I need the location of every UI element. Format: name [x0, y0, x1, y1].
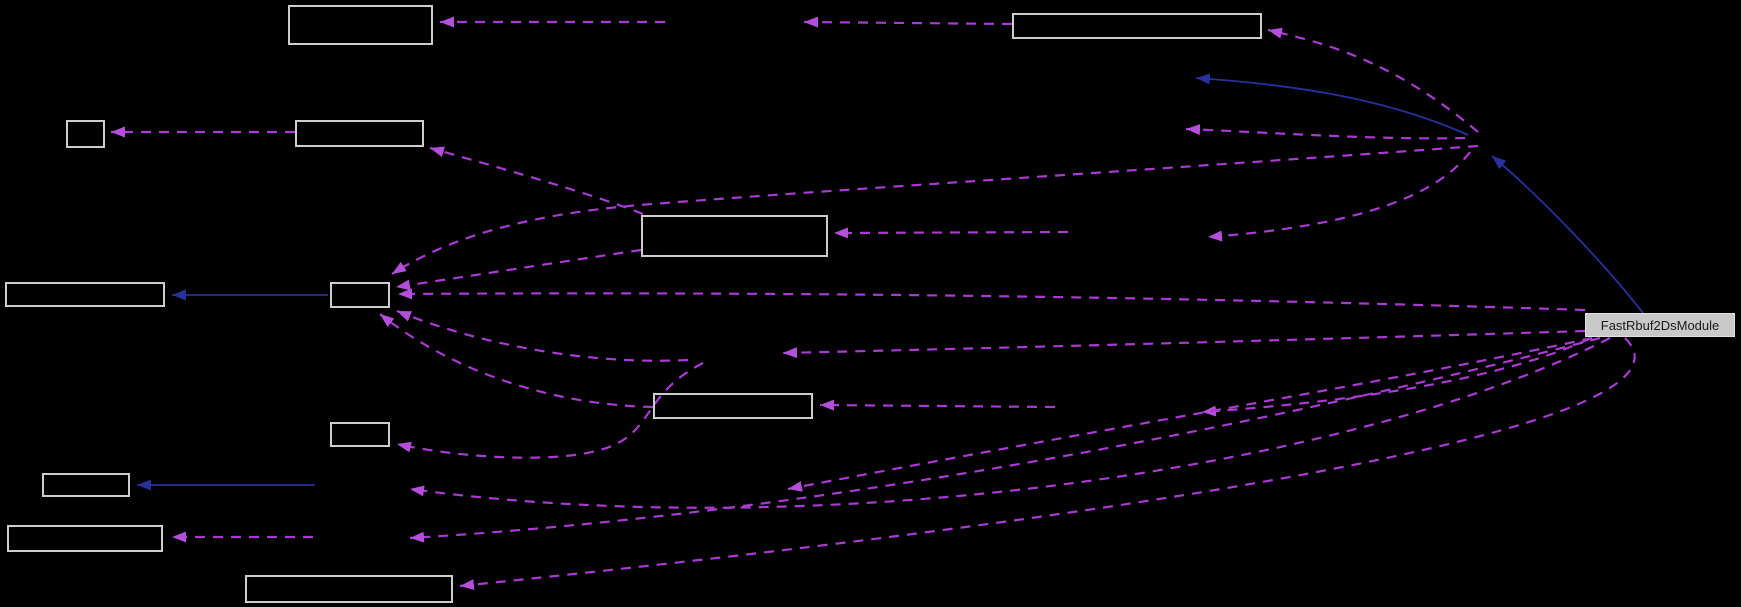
graph-node-box-bottom[interactable] [245, 575, 453, 603]
graph-edge-main-to-ghost-left3 [409, 337, 1611, 509]
graph-node-main-node[interactable]: FastRbuf2DsModule [1585, 313, 1735, 337]
graph-node-box-lower-small[interactable] [330, 422, 390, 447]
graph-edge-hub-to-mid-small-top [391, 144, 1479, 275]
graph-node-box-top-right[interactable] [1012, 13, 1262, 39]
main-node-label: FastRbuf2DsModule [1600, 317, 1720, 333]
graph-edge-center-to-row2 [429, 146, 644, 216]
graph-edge-main-to-mid-small-long [397, 288, 1586, 312]
graph-edge-lowercenter-to-mid-small [379, 313, 654, 409]
graph-node-box-row2[interactable] [295, 120, 424, 147]
graph-edge-hub-to-upper-dashed [1185, 124, 1466, 140]
graph-edge-main-to-ghost-mid [782, 329, 1586, 359]
graph-edge-center-to-mid-small [395, 248, 642, 291]
graph-edge-to-lower-center-box [819, 399, 1056, 411]
graph-edge-main-to-ghost-left4 [409, 336, 1601, 543]
graph-edge-to-center-box [833, 227, 1069, 239]
graph-edge-hub-to-top-right-box [1267, 27, 1479, 133]
graph-edge-main-to-ghost-diag [787, 336, 1593, 492]
graph-node-box-lower-center[interactable] [653, 393, 813, 419]
graph-node-box-top-left[interactable] [288, 5, 433, 45]
graph-edge-ghost-to-mid-small [396, 309, 689, 362]
graph-node-box-small-left[interactable] [66, 120, 105, 148]
graph-node-box-mid-left[interactable] [5, 282, 165, 307]
graph-edge-main-to-ghost-lower [1201, 338, 1590, 417]
graph-edge-main-to-bottom-box [459, 337, 1636, 591]
graph-edge-main-to-hub-blue [1491, 155, 1644, 314]
graph-edge-hub-to-center-row [1207, 151, 1471, 242]
graph-node-box-center[interactable] [641, 215, 828, 257]
graph-edge-from-top-right-box [803, 16, 1013, 28]
graph-edge-hub-to-upper-blue [1195, 73, 1469, 136]
graph-node-box-left-4[interactable] [7, 525, 163, 552]
graph-node-box-left-3[interactable] [42, 473, 130, 497]
graph-node-box-mid-small[interactable] [330, 282, 390, 308]
